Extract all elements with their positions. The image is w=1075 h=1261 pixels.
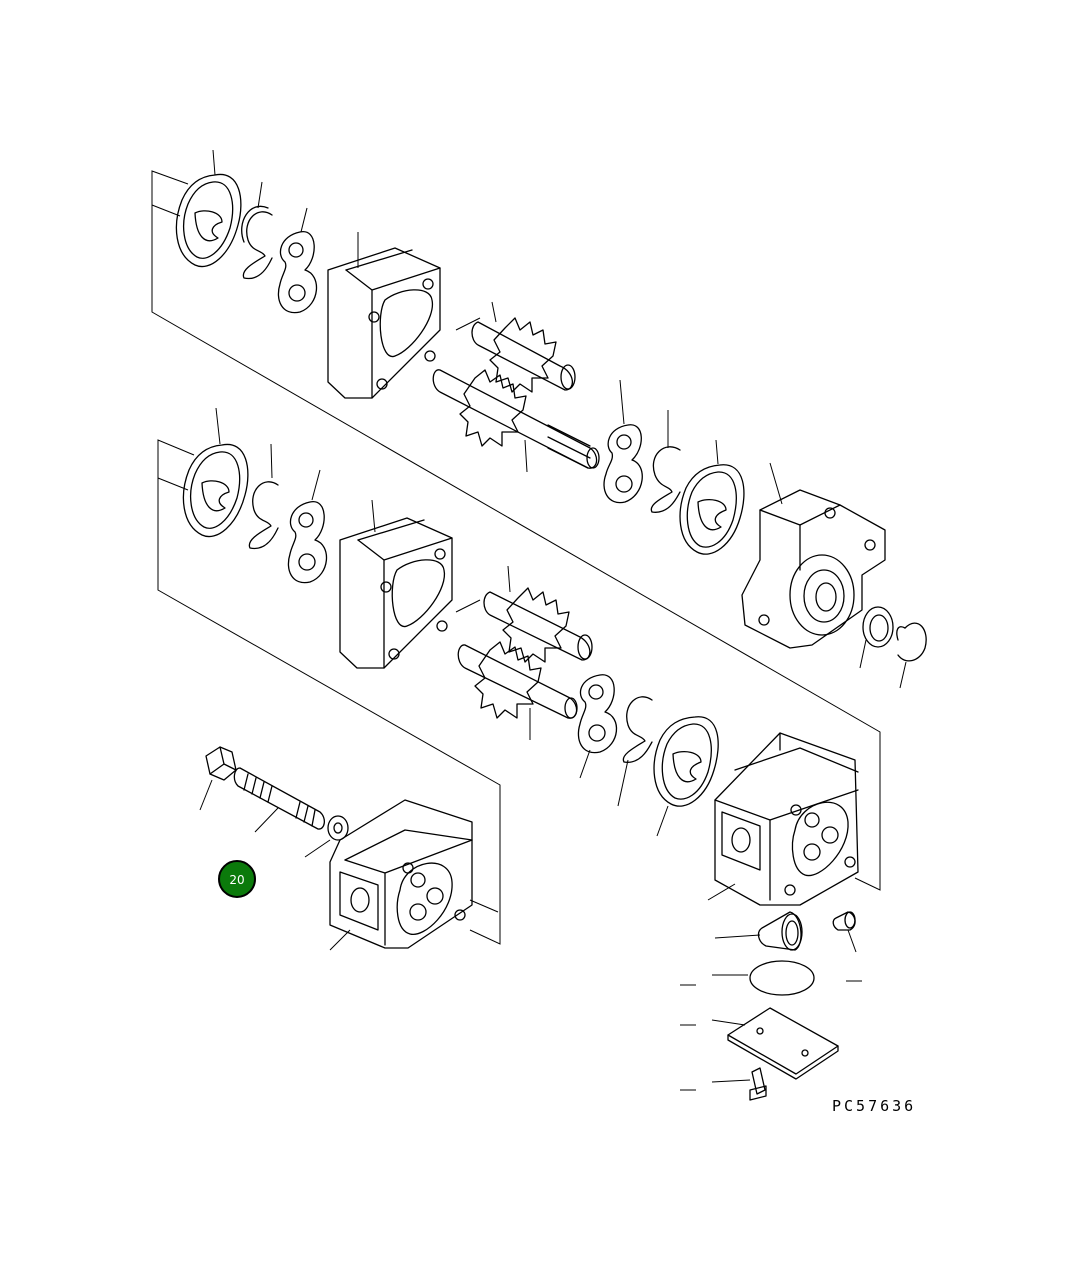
- upper-drive-shaft-gear: [432, 369, 600, 473]
- lower-seal-ring: [653, 716, 719, 837]
- rear-body: [707, 732, 859, 906]
- oil-seal: [859, 606, 894, 669]
- middle-seal-ring: [182, 407, 249, 538]
- middle-backup-ring: [248, 443, 279, 550]
- nut: [199, 746, 237, 811]
- callout-20[interactable]: 20: [218, 860, 256, 898]
- dowel-pin: [832, 911, 857, 953]
- drive-screw: [711, 1067, 767, 1101]
- upper-thrust-plate: [277, 207, 318, 314]
- upper-gear-housing: [327, 232, 441, 399]
- assembly-bracket-lines: [151, 170, 881, 945]
- washer: [304, 815, 349, 858]
- middle-gear-housing: [339, 499, 453, 669]
- name-plate: [711, 1007, 839, 1080]
- snap-ring: [896, 622, 927, 689]
- reference-ticks: [680, 980, 862, 1091]
- right-backup-ring: [650, 410, 681, 513]
- o-ring: [712, 960, 815, 996]
- callout-20-marker[interactable]: [218, 860, 256, 898]
- right-seal-ring: [679, 439, 745, 555]
- right-thrust-plate: [603, 379, 643, 504]
- drawing-code: PC57636: [832, 1097, 916, 1115]
- upper-backup-ring: [241, 181, 273, 280]
- needle-bearing: [714, 911, 803, 951]
- upper-driven-gear: [471, 301, 576, 393]
- rear-cover: [329, 799, 473, 951]
- front-mounting-cover: [741, 462, 886, 649]
- callout-20-label: 20: [229, 873, 244, 887]
- lower-backup-ring: [617, 696, 653, 807]
- stud-bolt: [233, 767, 325, 833]
- lower-thrust-plate: [577, 674, 618, 779]
- upper-seal-ring: [175, 149, 242, 268]
- middle-drive-gear: [457, 641, 578, 740]
- middle-thrust-plate: [287, 469, 328, 584]
- middle-driven-gear: [483, 565, 593, 663]
